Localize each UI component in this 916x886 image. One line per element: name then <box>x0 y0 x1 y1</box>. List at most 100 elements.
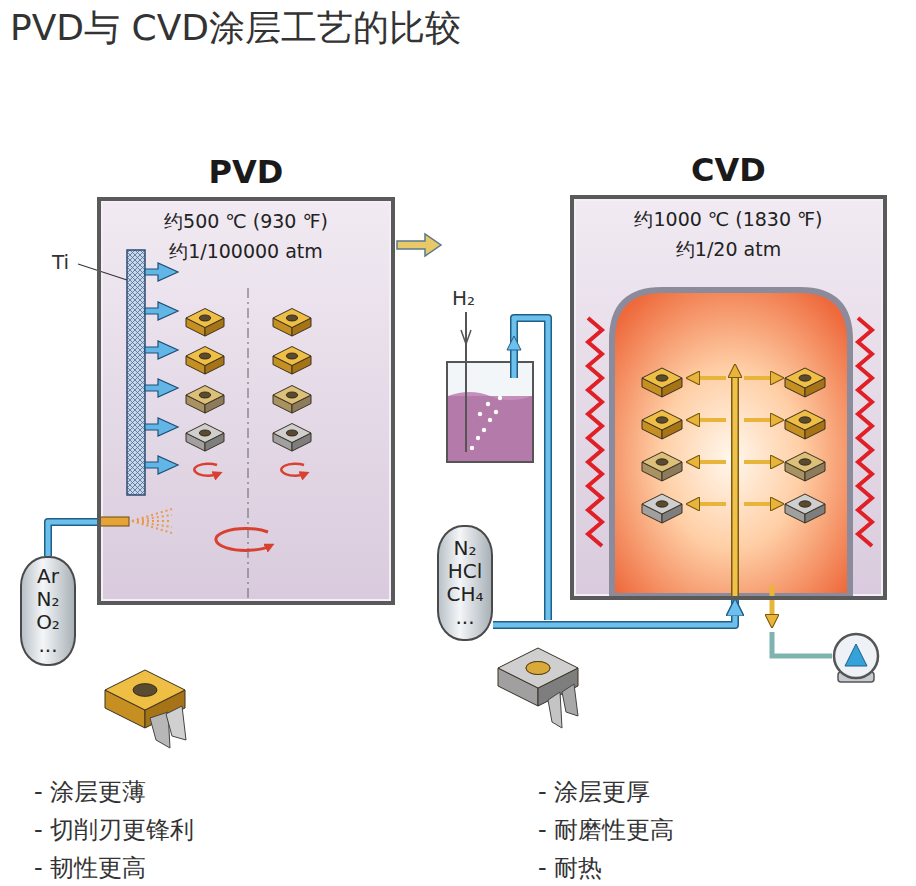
part-label: Ti <box>52 250 69 274</box>
ion-arrow <box>145 302 178 320</box>
node-text: Ar N₂ O₂ ... <box>36 565 60 657</box>
ti-target <box>127 250 145 495</box>
insert-hole <box>286 315 297 321</box>
bubbler-liquid <box>448 396 532 461</box>
cutting-insert <box>273 386 311 414</box>
gas-arrow <box>694 502 726 506</box>
bubble <box>488 418 492 422</box>
feature-note: - 涂层更厚 <box>538 776 650 808</box>
chip <box>548 692 562 728</box>
cutting-insert <box>785 494 825 523</box>
cutting-insert <box>642 368 682 397</box>
feature-note: - 耐热 <box>538 852 602 884</box>
spray <box>132 509 172 521</box>
feature-note: - 韧性更高 <box>34 852 146 884</box>
chip <box>562 684 578 716</box>
gas-arrow <box>744 460 776 464</box>
title: PVD与 CVD涂层工艺的比较 <box>10 4 461 53</box>
gas-arrow <box>744 376 776 380</box>
bubble <box>470 446 474 450</box>
insert-top <box>105 670 185 710</box>
insert-hole <box>286 430 297 436</box>
insert-hole <box>199 353 210 359</box>
insert-top <box>498 648 578 688</box>
insert-hole <box>799 459 811 465</box>
insert-hole <box>799 417 811 423</box>
chamber-fill <box>574 199 883 596</box>
cutting-insert <box>186 424 224 452</box>
insert-top <box>642 494 682 514</box>
insert-top <box>785 410 825 430</box>
insert-top <box>273 386 311 405</box>
gas-arrow <box>744 418 776 422</box>
node-text: 约500 ℃ (930 ℉) <box>101 209 391 235</box>
chamber-heading: CVD <box>574 151 883 189</box>
gas-pipe-outline <box>731 372 739 598</box>
coating-hole <box>526 662 550 675</box>
insert-hole <box>656 501 668 507</box>
ion-arrow <box>145 263 178 281</box>
insert-hole <box>199 430 210 436</box>
spray <box>132 521 172 533</box>
bubble <box>498 396 502 400</box>
insert-top <box>186 386 224 405</box>
ion-arrow <box>145 456 178 474</box>
insert-hole <box>286 353 297 359</box>
cutting-insert <box>186 386 224 414</box>
gas-arrow <box>694 418 726 422</box>
insert-top <box>785 494 825 514</box>
bubbler-pipe <box>514 318 548 620</box>
ion-arrow <box>145 418 178 436</box>
leader-line <box>78 264 127 280</box>
cutting-insert <box>273 347 311 375</box>
rotation-arrow <box>216 528 270 550</box>
insert-top <box>785 368 825 388</box>
inlet-arrow <box>461 330 471 344</box>
insert-hole <box>286 392 297 398</box>
insert-hole <box>656 375 668 381</box>
insert-hole <box>799 375 811 381</box>
bubble <box>482 428 486 432</box>
cutting-insert <box>186 309 224 337</box>
cutting-insert <box>273 309 311 337</box>
bubble <box>494 410 498 414</box>
insert-top <box>785 452 825 472</box>
process-chamber: CVD约1000 ℃ (1830 ℉)约1/20 atm <box>570 195 887 600</box>
cutting-insert <box>785 410 825 439</box>
heater <box>858 318 872 546</box>
insert-hole <box>526 662 550 675</box>
node-text: 约1/20 atm <box>574 237 883 263</box>
insert-hole <box>199 392 210 398</box>
insert-top <box>186 309 224 328</box>
bubble <box>476 436 480 440</box>
insert-hole <box>799 501 811 507</box>
bubble <box>478 412 482 416</box>
ion-arrow <box>145 341 178 359</box>
flow-arrow <box>507 336 521 350</box>
insert-top <box>642 368 682 388</box>
process-chamber: PVD约500 ℃ (930 ℉)约1/100000 atm <box>97 197 395 605</box>
gas-pipe <box>48 522 97 556</box>
gas-cylinder: Ar N₂ O₂ ... <box>20 556 76 666</box>
pump-symbol <box>845 644 867 666</box>
heater <box>588 318 602 546</box>
cutting-insert <box>785 368 825 397</box>
gas-cylinder: N₂ HCl CH₄ ... <box>437 525 493 641</box>
node-text: N₂ HCl CH₄ ... <box>446 537 483 629</box>
rotation-arrow <box>194 464 218 476</box>
rotation-arrow <box>281 464 305 476</box>
insert-top <box>273 424 311 443</box>
inlet-tube <box>465 312 467 452</box>
pipe-outline <box>493 600 735 625</box>
insert-top <box>642 452 682 472</box>
insert-hole <box>199 315 210 321</box>
chamber-heading: PVD <box>101 153 391 191</box>
nozzle <box>99 517 129 526</box>
insert-hole <box>133 684 157 697</box>
cutting-insert <box>642 410 682 439</box>
node-text: 约1000 ℃ (1830 ℉) <box>574 207 883 233</box>
cutting-insert <box>642 452 682 481</box>
